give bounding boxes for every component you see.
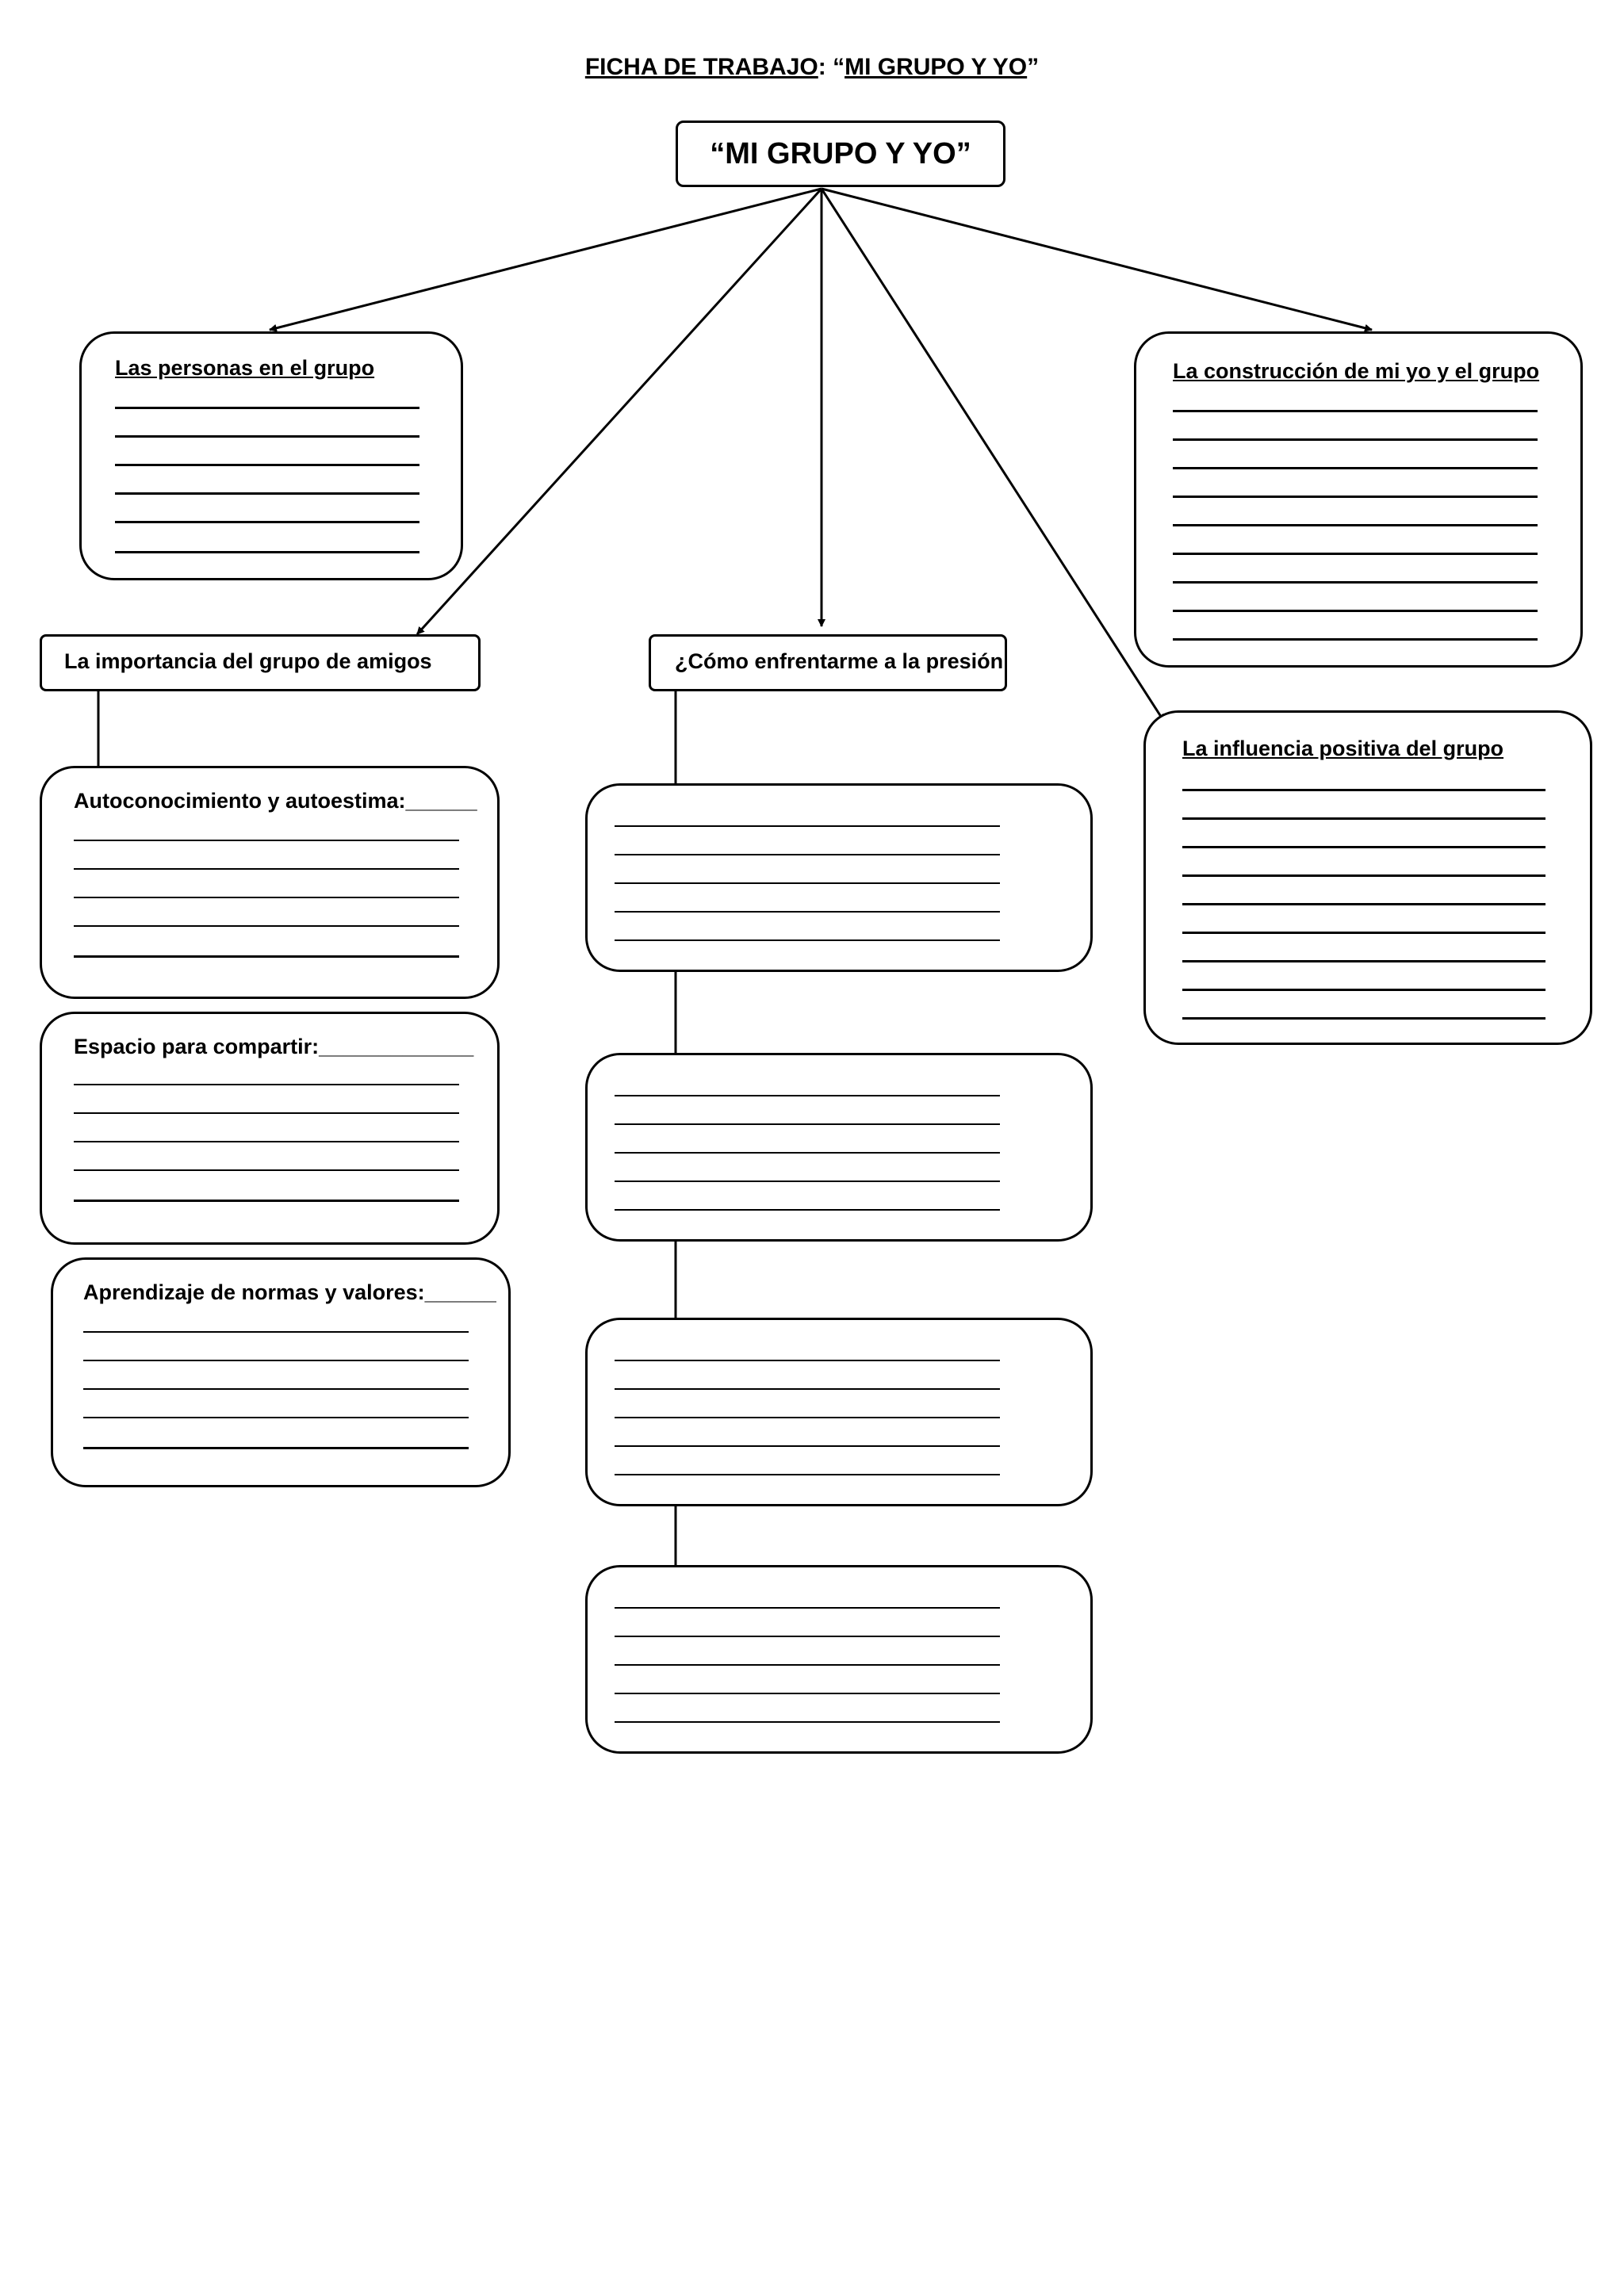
node-aprendizaje-label: Aprendizaje de normas y valores:______	[83, 1280, 496, 1305]
answer-line[interactable]	[615, 1474, 1000, 1475]
answer-line[interactable]	[74, 1084, 459, 1085]
answer-line[interactable]	[615, 1095, 1000, 1096]
page-title: FICHA DE TRABAJO: “MI GRUPO Y YO”	[0, 54, 1624, 81]
node-construccion: La construcción de mi yo y el grupo	[1134, 331, 1583, 668]
node-personas-label: Las personas en el grupo	[115, 356, 375, 380]
node-espacio: Espacio para compartir:_____________	[40, 1012, 500, 1245]
node-influencia: La influencia positiva del grupo	[1143, 710, 1592, 1045]
answer-line[interactable]	[83, 1331, 469, 1333]
answer-line[interactable]	[115, 551, 419, 553]
answer-line[interactable]	[1173, 496, 1538, 498]
answer-line[interactable]	[615, 1123, 1000, 1125]
answer-line[interactable]	[1182, 903, 1545, 905]
node-autoconocimiento-blank[interactable]: ______	[405, 789, 477, 813]
answer-line[interactable]	[83, 1447, 469, 1449]
answer-line[interactable]	[615, 1417, 1000, 1418]
node-espacio-blank[interactable]: _____________	[319, 1035, 474, 1058]
node-aprendizaje-title: Aprendizaje de normas y valores:	[83, 1280, 425, 1304]
answer-line[interactable]	[615, 882, 1000, 884]
node-aprendizaje: Aprendizaje de normas y valores:______	[51, 1257, 511, 1487]
answer-line[interactable]	[1173, 553, 1538, 555]
answer-line[interactable]	[83, 1360, 469, 1361]
answer-line[interactable]	[115, 464, 419, 466]
answer-line[interactable]	[615, 1636, 1000, 1637]
answer-line[interactable]	[74, 840, 459, 841]
answer-line[interactable]	[1173, 410, 1538, 412]
node-presion-label: ¿Cómo enfrentarme a la presión	[675, 649, 1004, 673]
answer-line[interactable]	[1173, 467, 1538, 469]
page-title-underlined: MI GRUPO Y YO	[845, 54, 1028, 80]
answer-line[interactable]	[74, 1112, 459, 1114]
answer-line[interactable]	[615, 854, 1000, 855]
answer-line[interactable]	[615, 1360, 1000, 1361]
answer-line[interactable]	[115, 492, 419, 495]
node-aprendizaje-blank[interactable]: ______	[424, 1280, 496, 1304]
node-espacio-title: Espacio para compartir:	[74, 1035, 320, 1058]
node-autoconocimiento-label: Autoconocimiento y autoestima:______	[74, 789, 477, 813]
page-title-separator: :	[818, 54, 833, 80]
answer-line[interactable]	[1182, 789, 1545, 791]
main-node: “MI GRUPO Y YO”	[676, 121, 1005, 187]
node-autoconocimiento-title: Autoconocimiento y autoestima:	[74, 789, 406, 813]
node-espacio-label: Espacio para compartir:_____________	[74, 1035, 473, 1059]
answer-line[interactable]	[615, 911, 1000, 913]
answer-line[interactable]	[615, 1664, 1000, 1666]
answer-line[interactable]	[1182, 874, 1545, 877]
answer-line[interactable]	[115, 521, 419, 523]
answer-line[interactable]	[1173, 524, 1538, 526]
answer-line[interactable]	[74, 1200, 459, 1202]
page-title-open-quote: “	[833, 54, 845, 80]
answer-line[interactable]	[615, 1693, 1000, 1694]
answer-line[interactable]	[615, 1445, 1000, 1447]
answer-line[interactable]	[615, 1721, 1000, 1723]
answer-line[interactable]	[615, 825, 1000, 827]
presion-answer-box-2	[585, 1053, 1093, 1242]
node-construccion-label: La construcción de mi yo y el grupo	[1173, 359, 1540, 383]
answer-line[interactable]	[1182, 1017, 1545, 1020]
answer-line[interactable]	[83, 1417, 469, 1418]
arrow-to-importancia	[416, 187, 823, 636]
answer-line[interactable]	[615, 1152, 1000, 1154]
answer-line[interactable]	[1173, 610, 1538, 612]
arrow-to-construccion	[821, 187, 1373, 332]
answer-line[interactable]	[615, 1209, 1000, 1211]
answer-line[interactable]	[615, 939, 1000, 941]
answer-line[interactable]	[74, 955, 459, 958]
answer-line[interactable]	[1182, 846, 1545, 848]
answer-line[interactable]	[615, 1388, 1000, 1390]
answer-line[interactable]	[74, 868, 459, 870]
presion-answer-box-4	[585, 1565, 1093, 1754]
answer-line[interactable]	[1182, 817, 1545, 820]
node-importancia: La importancia del grupo de amigos	[40, 634, 481, 691]
presion-answer-box-1	[585, 783, 1093, 972]
node-autoconocimiento: Autoconocimiento y autoestima:______	[40, 766, 500, 999]
answer-line[interactable]	[1173, 438, 1538, 441]
node-importancia-label: La importancia del grupo de amigos	[64, 649, 432, 673]
answer-line[interactable]	[1182, 960, 1545, 962]
node-personas: Las personas en el grupo	[79, 331, 463, 580]
arrow-to-influencia	[820, 188, 1166, 722]
answer-line[interactable]	[1182, 989, 1545, 991]
answer-line[interactable]	[83, 1388, 469, 1390]
main-node-label: “MI GRUPO Y YO”	[710, 136, 971, 170]
answer-line[interactable]	[74, 925, 459, 927]
answer-line[interactable]	[1173, 581, 1538, 584]
page-title-prefix: FICHA DE TRABAJO	[584, 54, 818, 80]
answer-line[interactable]	[1182, 932, 1545, 934]
answer-line[interactable]	[74, 897, 459, 898]
node-influencia-label: La influencia positiva del grupo	[1182, 737, 1504, 760]
answer-line[interactable]	[115, 407, 419, 409]
answer-line[interactable]	[74, 1169, 459, 1171]
presion-answer-box-3	[585, 1318, 1093, 1506]
answer-line[interactable]	[115, 435, 419, 438]
answer-line[interactable]	[615, 1607, 1000, 1609]
page-title-close-quote: ”	[1027, 54, 1040, 80]
answer-line[interactable]	[74, 1141, 459, 1142]
node-presion: ¿Cómo enfrentarme a la presión	[649, 634, 1007, 691]
answer-line[interactable]	[615, 1181, 1000, 1182]
answer-line[interactable]	[1173, 638, 1538, 641]
arrow-to-personas	[269, 187, 822, 332]
